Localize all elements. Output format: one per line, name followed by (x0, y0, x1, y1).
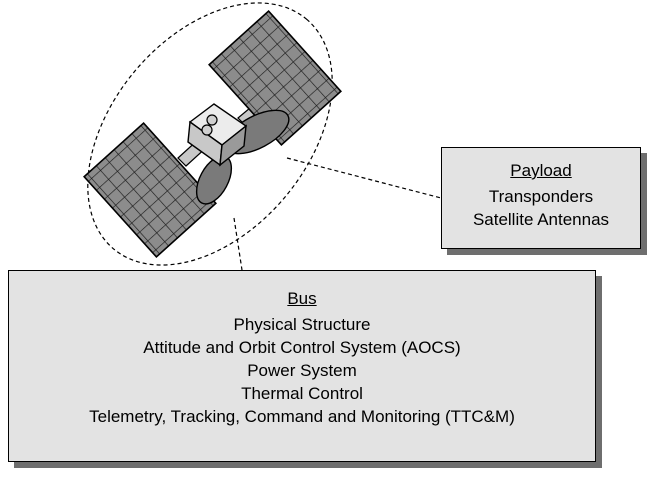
satellite-body (187, 103, 248, 167)
payload-title: Payload (510, 161, 572, 180)
solar-panel-upper-right (208, 9, 342, 147)
satellite-boundary-ellipse (87, 2, 333, 266)
bus-connector-line (233, 217, 243, 271)
bus-item: Power System (247, 361, 357, 380)
bus-box: Bus Physical Structure Attitude and Orbi… (8, 270, 596, 462)
bus-item: Attitude and Orbit Control System (AOCS) (143, 338, 461, 357)
bus-title: Bus (287, 289, 317, 308)
sensor-circle (201, 124, 213, 136)
bus-item: Telemetry, Tracking, Command and Monitor… (89, 407, 515, 426)
solar-panel-lower-left (83, 121, 217, 259)
payload-box: Payload Transponders Satellite Antennas (441, 147, 641, 249)
bus-item: Physical Structure (233, 315, 371, 334)
payload-item: Satellite Antennas (472, 210, 610, 229)
satellite-icon (83, 9, 342, 259)
sensor-circle (206, 114, 218, 126)
payload-connector-line (286, 157, 442, 199)
bus-item: Thermal Control (241, 384, 363, 403)
payload-item: Transponders (488, 187, 594, 206)
